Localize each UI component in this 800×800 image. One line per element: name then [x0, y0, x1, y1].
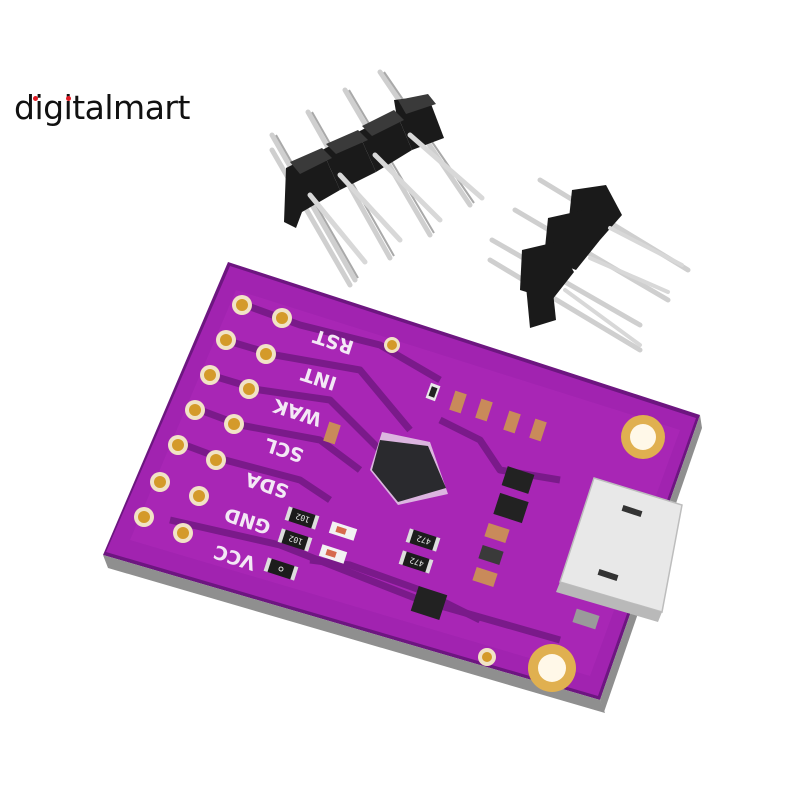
resistor-r1-marking: 102	[294, 511, 311, 524]
sot-transistor-2	[493, 492, 529, 524]
pcb-board: RST INT WAK SCL SDA GND VCC	[103, 262, 702, 713]
sot-transistor-1	[501, 466, 535, 494]
resistor-r4-marking: 472	[408, 555, 425, 568]
header-pads-left	[134, 295, 252, 527]
header-pads-right	[173, 308, 292, 543]
resistors: 102 102 472 472	[263, 506, 441, 581]
resistor-r2-marking: 102	[287, 533, 304, 546]
sot-regulator	[410, 586, 448, 620]
qfn-chip	[370, 432, 448, 505]
brand-logo: digitalmart	[14, 88, 190, 127]
pin-header-3	[487, 177, 691, 353]
logo-dot-i2	[66, 96, 71, 101]
mounting-hole-bottom	[528, 644, 576, 692]
resistor-r3-marking: 472	[415, 533, 432, 546]
micro-usb-port	[556, 477, 683, 630]
status-leds	[318, 521, 358, 564]
logo-dot-i1	[33, 96, 38, 101]
mounting-hole-top	[621, 415, 665, 459]
capacitors-top	[323, 382, 547, 445]
pin-header-4	[269, 69, 485, 288]
